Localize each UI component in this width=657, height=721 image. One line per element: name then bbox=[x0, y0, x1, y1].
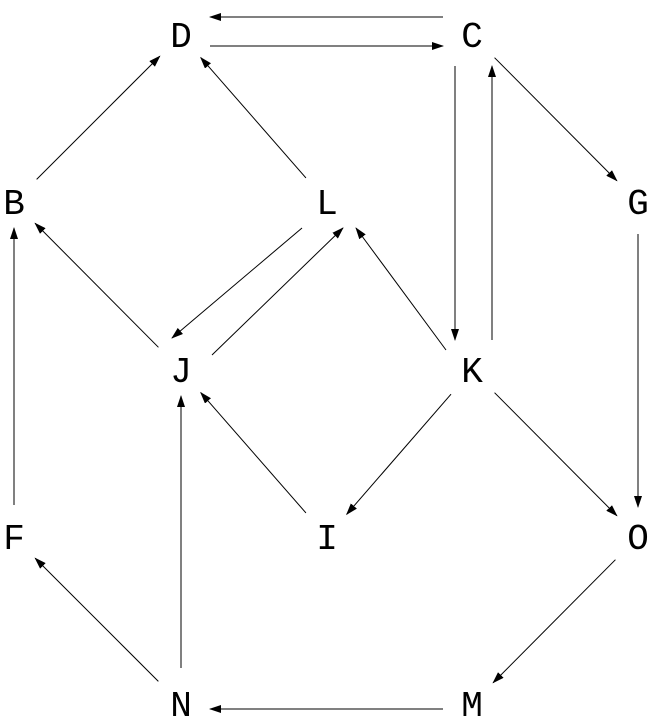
node-D: D bbox=[170, 17, 192, 58]
node-I: I bbox=[316, 519, 338, 560]
edge-L-to-J bbox=[171, 227, 303, 339]
node-O: O bbox=[627, 519, 649, 560]
edge-J-to-L bbox=[211, 227, 344, 356]
node-L: L bbox=[316, 184, 338, 225]
edge-K-to-L bbox=[355, 227, 447, 351]
node-N: N bbox=[170, 686, 192, 721]
node-F: F bbox=[3, 519, 25, 560]
node-K: K bbox=[461, 352, 483, 393]
edge-C-to-G bbox=[494, 57, 618, 182]
edge-N-to-F bbox=[34, 557, 159, 682]
edge-K-to-I bbox=[346, 393, 452, 516]
node-J: J bbox=[170, 352, 192, 393]
node-B: B bbox=[3, 184, 25, 225]
edge-K-to-O bbox=[494, 392, 618, 517]
node-M: M bbox=[461, 686, 483, 721]
edge-L-to-D bbox=[200, 56, 307, 179]
edge-B-to-D bbox=[36, 55, 161, 180]
node-G: G bbox=[627, 184, 649, 225]
node-C: C bbox=[461, 17, 483, 58]
edge-I-to-J bbox=[200, 391, 307, 514]
edge-J-to-B bbox=[34, 222, 159, 348]
edge-O-to-M bbox=[492, 559, 616, 684]
